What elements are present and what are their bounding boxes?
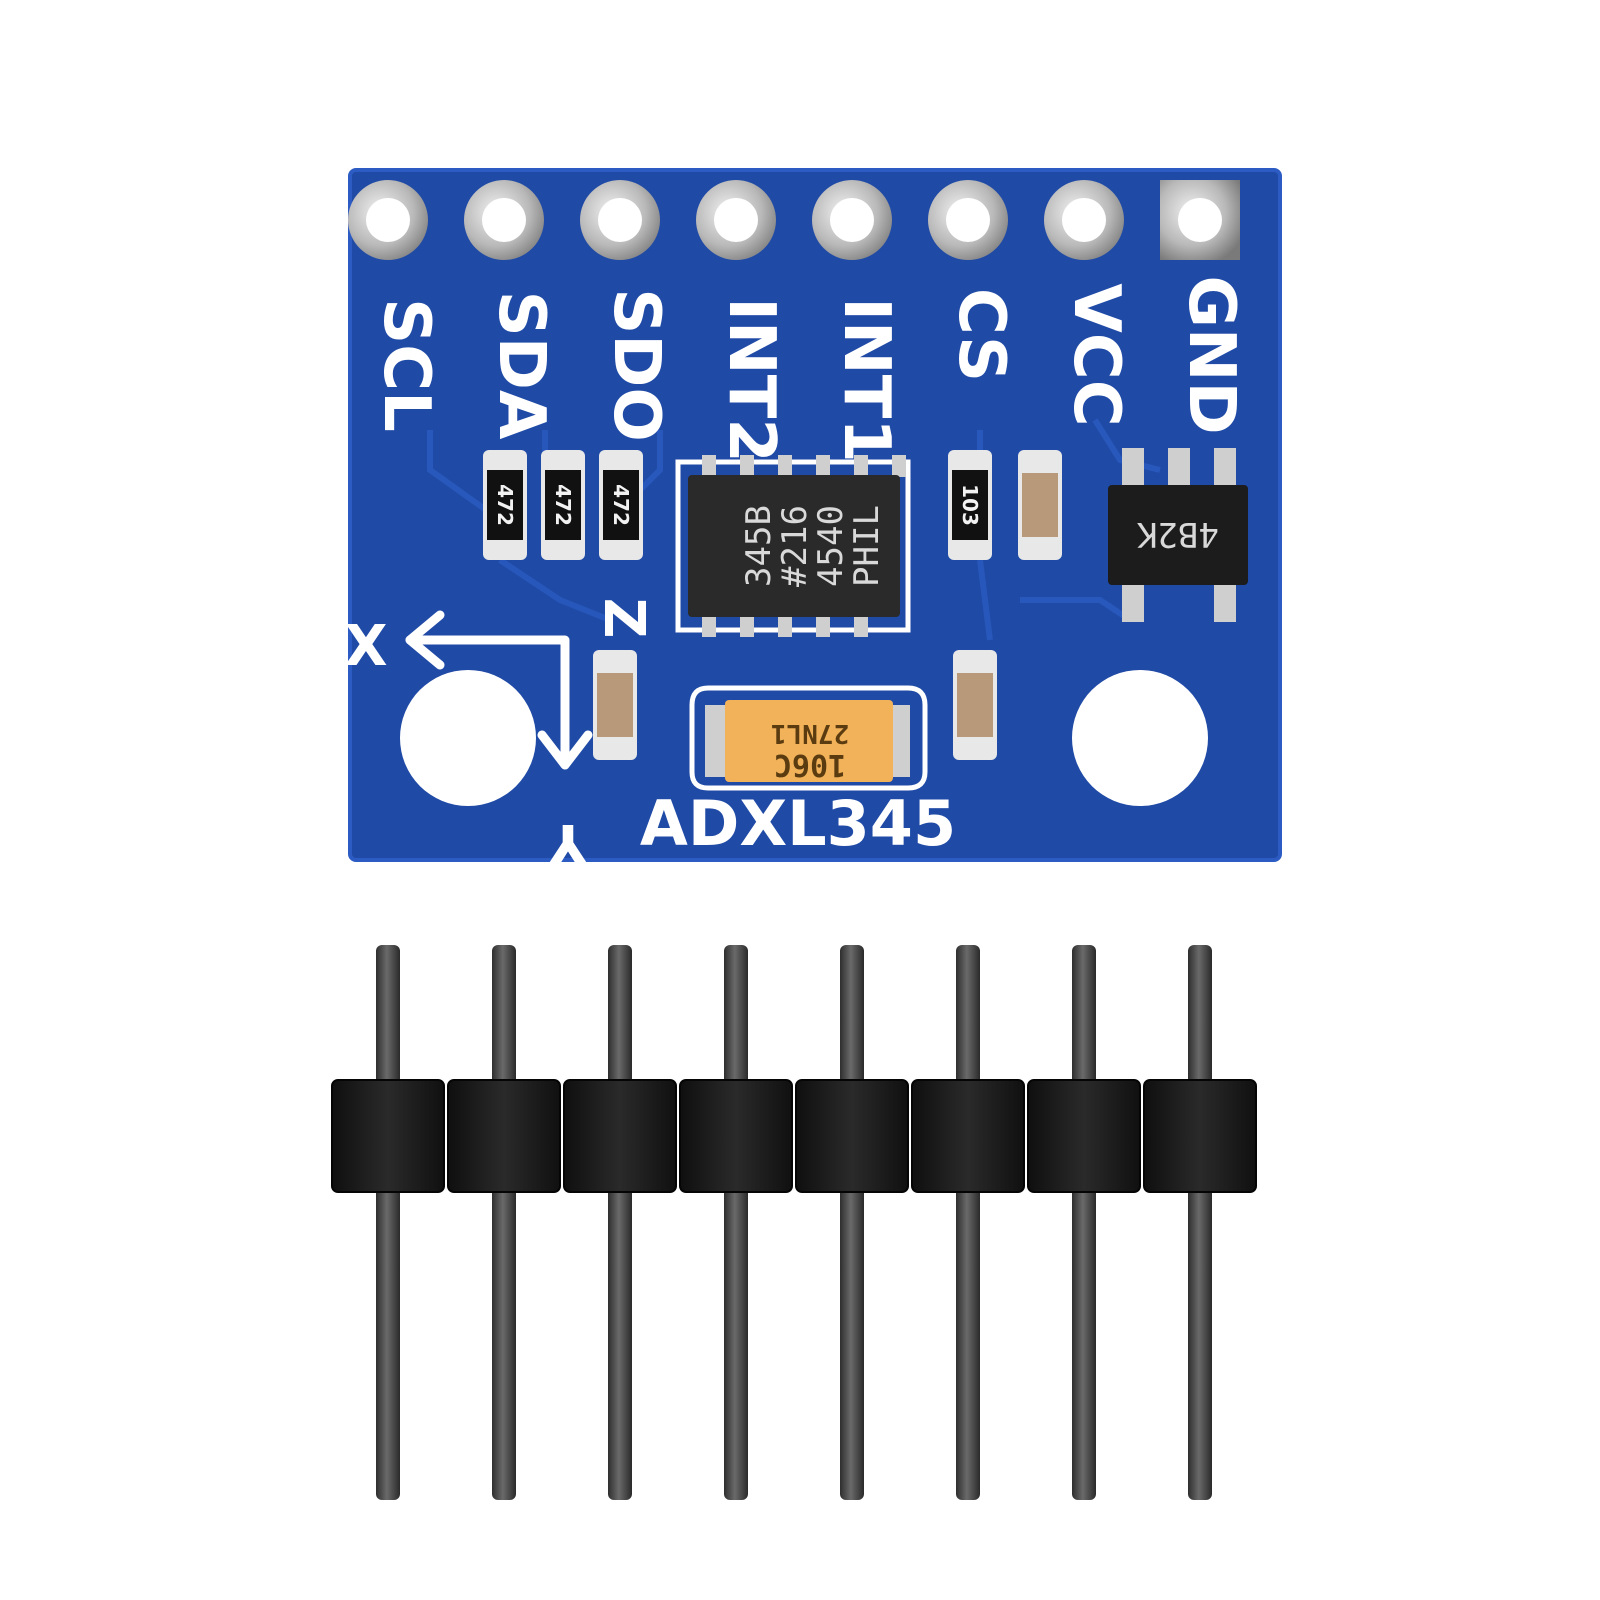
header-housing-block	[911, 1079, 1025, 1193]
capacitor-c2	[593, 650, 637, 760]
pin-header-strip	[331, 945, 1257, 1500]
adxl345-chip: 345B #216 4540 PHIL	[675, 455, 911, 637]
header-pin	[608, 945, 632, 1500]
header-housing-block	[331, 1079, 445, 1193]
pcb-edge-highlight	[348, 168, 1282, 862]
header-pin	[492, 945, 516, 1500]
resistor-code: 103	[958, 484, 982, 526]
chip-marking-line1: 345B	[739, 505, 779, 587]
resistor-r2: 472	[541, 450, 585, 560]
mounting-hole-right	[1072, 670, 1208, 806]
header-pad	[812, 180, 892, 260]
header-pins	[376, 945, 1212, 1500]
capacitor-c1	[1018, 450, 1062, 560]
adxl345-board: SCL SDA SDO INT2 INT1 CS VCC GND 472 472…	[344, 168, 1282, 876]
regulator-marking: 4B2K	[1137, 514, 1219, 554]
header-housing-block	[679, 1079, 793, 1193]
pin-label-gnd: GND	[1174, 275, 1248, 434]
header-housing-block	[563, 1079, 677, 1193]
resistor-r1: 472	[483, 450, 527, 560]
board-label: ADXL345	[640, 787, 956, 860]
header-pin	[956, 945, 980, 1500]
pin-label-vcc: VCC	[1059, 283, 1133, 426]
axis-label-y: Y	[546, 811, 589, 876]
axis-label-z: Z	[591, 598, 656, 639]
axis-indicator	[405, 610, 593, 770]
header-housing-block	[1027, 1079, 1141, 1193]
header-pin	[1188, 945, 1212, 1500]
header-pin	[724, 945, 748, 1500]
pin-label-int1: INT1	[829, 297, 903, 463]
resistor-code: 472	[551, 484, 575, 526]
chip-marking-line2: #216	[775, 505, 815, 587]
header-housing	[331, 1079, 1257, 1193]
voltage-regulator: 4B2K	[1108, 448, 1248, 622]
header-pad	[1160, 180, 1240, 260]
pin-label-sda: SDA	[484, 291, 558, 440]
pin-label-sdo: SDO	[599, 288, 673, 442]
pin-label-cs: CS	[944, 288, 1018, 382]
header-pad	[464, 180, 544, 260]
resistor-r4: 103	[948, 450, 992, 560]
tantalum-capacitor: 106C 27NL1	[689, 685, 928, 791]
tantalum-marking-line1: 106C	[774, 747, 846, 782]
pin-labels: SCL SDA SDO INT2 INT1 CS VCC GND	[369, 275, 1248, 462]
axis-label-x: X	[344, 614, 387, 679]
header-pad	[1044, 180, 1124, 260]
resistor-code: 472	[493, 484, 517, 526]
header-housing-block	[447, 1079, 561, 1193]
header-pin	[376, 945, 400, 1500]
header-pin	[840, 945, 864, 1500]
resistor-code: 472	[609, 484, 633, 526]
header-pin	[1072, 945, 1096, 1500]
chip-marking-line4: PHIL	[847, 505, 887, 587]
header-housing-block	[1143, 1079, 1257, 1193]
header-pad	[348, 180, 428, 260]
pin-label-int2: INT2	[714, 297, 788, 463]
capacitor-c3	[953, 650, 997, 760]
resistor-r3: 472	[599, 450, 643, 560]
tantalum-marking-line2: 27NL1	[771, 718, 849, 748]
mounting-hole-left	[400, 670, 536, 806]
header-pad	[696, 180, 776, 260]
chip-marking-line3: 4540	[811, 505, 851, 587]
header-pad	[928, 180, 1008, 260]
header-pad	[580, 180, 660, 260]
pin-label-scl: SCL	[369, 298, 443, 432]
header-housing-block	[795, 1079, 909, 1193]
header-pads	[348, 180, 1240, 260]
